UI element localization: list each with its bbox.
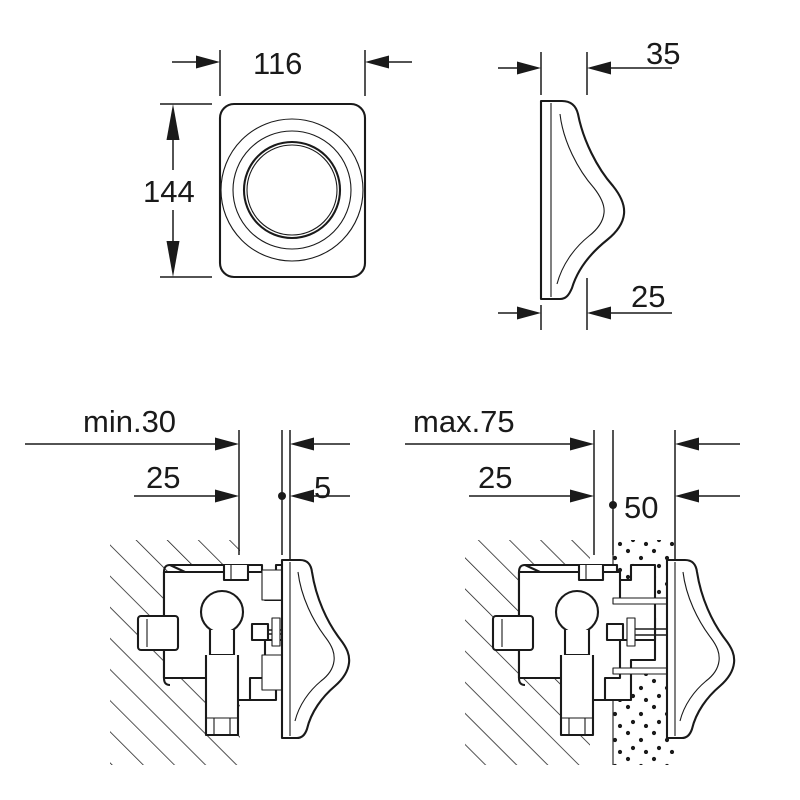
plate-outline [218,102,367,279]
drop-tube [204,655,240,737]
push-rod-nut [626,617,636,647]
dim-label-min-finish: 5 [314,470,331,505]
plate-side-profile [539,99,626,301]
lever-stub [136,614,180,652]
dim-label-mask [140,170,202,210]
push-rod-nut [271,617,281,647]
dim-label-max-finish: 50 [624,490,658,525]
drop-tube-detail [213,718,231,735]
drop-tube-detail [568,718,586,735]
drop-tube [559,655,595,737]
extension-rod-lower [612,667,670,675]
arrowhead [570,489,594,503]
dim-label-min-inner: 25 [146,460,180,495]
section-maximum-installation-depth: max.75 25 50 [405,404,740,765]
flush-plate-profile [665,558,736,740]
dimension-front-height: 144 [140,104,202,277]
dim-label-plate-projection: 25 [631,279,665,314]
dome-inner-contour [556,113,605,285]
lever-stub [491,614,535,652]
dim-label-max-inner: 25 [478,460,512,495]
section-minimum-installation-depth: min.30 25 5 [25,404,351,765]
top-stub [577,565,605,582]
button-ring-outer [220,118,364,262]
dimension-button-projection: 35 [498,36,680,75]
dimension-plate-projection: 25 [498,279,672,320]
dim-origin-dot [609,501,617,509]
arrowhead-bottom [675,489,699,503]
dimension-max-depth: max.75 [405,404,594,451]
dim-label-max-depth: max.75 [413,404,515,439]
push-rod-collar [605,622,625,642]
button-face [246,144,338,236]
arrowhead-bottom [290,489,314,503]
valve-neck [563,630,591,657]
extension-rod-upper [612,597,670,605]
valve-head [554,589,600,635]
dim-label-front-width: 116 [253,46,302,81]
dimension-max-finish: 50 [609,437,740,525]
push-rod-collar [250,622,270,642]
button-ring-inner [242,140,342,240]
top-stub [222,565,250,582]
dimension-min-finish: 5 [278,437,350,505]
arrowhead-top [290,437,314,451]
flush-plate-inner-contour [294,571,335,722]
arrowhead-left [196,55,220,69]
dim-label-min-depth: min.30 [83,404,176,439]
arrowhead-right [587,61,611,75]
arrowhead-bottom [166,241,180,277]
dimension-front-width: 116 [172,46,412,81]
arrowhead-top [675,437,699,451]
arrowhead [570,437,594,451]
flush-plate-profile [280,558,351,740]
dimension-min-inner: 25 [134,460,239,503]
valve-neck [208,630,236,657]
dim-origin-dot [278,492,286,500]
dimension-min-depth: min.30 [25,404,239,451]
button-ring-middle [232,130,352,250]
arrowhead-left [517,306,541,320]
arrowhead [215,489,239,503]
arrowhead-top [166,104,180,140]
dimension-max-inner: 25 [469,460,594,503]
dim-label-button-projection: 35 [646,36,680,71]
arrowhead-left [517,61,541,75]
arrowhead-right [365,55,389,69]
arrowhead [215,437,239,451]
flush-plate-inner-contour [679,571,720,722]
dim-label-front-height: 144 [143,174,195,209]
valve-head [199,589,245,635]
arrowhead-right [587,306,611,320]
front-elevation-view: 116 144 [140,46,412,279]
side-profile-view: 35 25 [498,36,680,330]
